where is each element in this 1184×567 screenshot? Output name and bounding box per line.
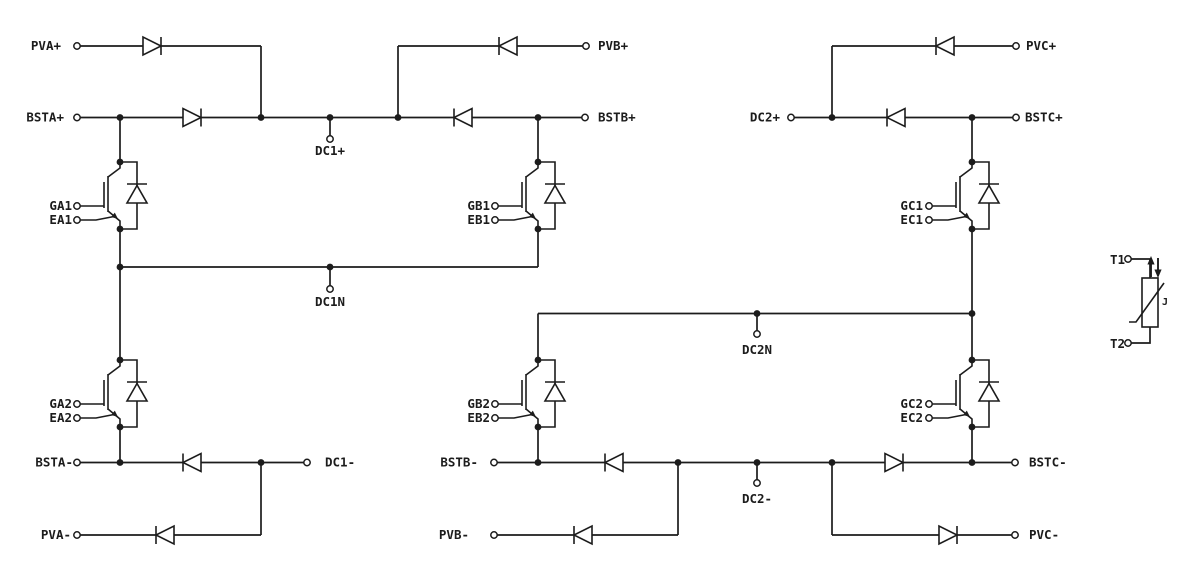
terminal-dc2n [753, 330, 761, 338]
terminal-gc1 [925, 202, 933, 210]
label-ec2: EC2 [900, 410, 923, 425]
label-ec1: EC1 [900, 212, 923, 227]
terminal-ga2 [73, 400, 81, 408]
terminal-pvc-plus [1012, 42, 1020, 50]
label-bsta-minus: BSTA- [35, 455, 73, 470]
terminal-gb2 [491, 400, 499, 408]
ntc-thermistor [1128, 256, 1165, 344]
label-pvc-plus: PVC+ [1026, 38, 1057, 53]
label-gb1: GB1 [467, 198, 490, 213]
terminal-bstc-plus [1012, 113, 1020, 122]
label-gc2: GC2 [900, 396, 923, 411]
label-ga2: GA2 [49, 396, 72, 411]
terminal-dc1n [326, 285, 334, 293]
bidirectional-arrows-icon [1147, 256, 1162, 278]
terminal-pva-plus [73, 42, 81, 50]
terminal-pva-minus [73, 531, 81, 539]
terminal-ec2 [925, 414, 933, 422]
terminal-bstc-minus [1011, 458, 1019, 467]
terminal-pvb-minus [490, 531, 498, 539]
label-pvb-minus: PVB- [439, 527, 469, 542]
label-gc1: GC1 [900, 198, 923, 213]
terminal-t2 [1124, 339, 1132, 347]
terminal-ga1 [73, 202, 81, 210]
terminal-dc2-minus [753, 479, 761, 487]
terminal-eb1 [491, 216, 499, 224]
label-pvc-minus: PVC- [1029, 527, 1059, 542]
labels: PVA+ BSTA+ GA1 EA1 GA2 EA2 BSTA- PVA- DC… [26, 38, 1168, 542]
label-dc1-minus: DC1- [325, 455, 355, 470]
label-dc2n: DC2N [742, 342, 772, 357]
terminal-bstb-plus [581, 113, 589, 122]
label-bstb-plus: BSTB+ [598, 110, 636, 125]
terminal-bsta-plus [73, 113, 81, 122]
terminal-ea1 [73, 216, 81, 224]
terminal-bstb-minus [490, 458, 498, 467]
terminal-eb2 [491, 414, 499, 422]
terminal-t1 [1124, 255, 1132, 263]
label-ea2: EA2 [49, 410, 72, 425]
label-eb1: EB1 [467, 212, 490, 227]
label-bstc-minus: BSTC- [1029, 455, 1067, 470]
label-dc2-minus: DC2- [742, 491, 772, 506]
terminal-gb1 [491, 202, 499, 210]
label-thermistor-mark: J [1162, 297, 1168, 308]
terminal-ea2 [73, 414, 81, 422]
terminal-pvc-minus [1011, 531, 1019, 539]
label-bstc-plus: BSTC+ [1025, 110, 1063, 125]
label-ga1: GA1 [49, 198, 72, 213]
terminal-bsta-minus [73, 458, 81, 467]
wires-channel-c [791, 45, 1016, 536]
wires-channel-b [397, 45, 1015, 536]
label-gb2: GB2 [467, 396, 490, 411]
label-t1: T1 [1110, 252, 1125, 267]
label-dc1n: DC1N [315, 294, 345, 309]
label-eb2: EB2 [467, 410, 490, 425]
label-t2: T2 [1110, 336, 1125, 351]
label-bstb-minus: BSTB- [440, 455, 478, 470]
label-pvb-plus: PVB+ [598, 38, 629, 53]
junction-dots [116, 114, 976, 466]
label-ea1: EA1 [49, 212, 72, 227]
terminal-dc2-plus [787, 113, 795, 122]
terminal-dc1-plus [326, 135, 334, 143]
terminal-dc1-minus [303, 458, 311, 467]
terminal-pvb-plus [582, 42, 590, 50]
terminals [73, 42, 1132, 539]
label-pva-plus: PVA+ [31, 38, 62, 53]
label-dc2-plus: DC2+ [750, 110, 781, 125]
label-bsta-plus: BSTA+ [26, 110, 64, 125]
terminal-ec1 [925, 216, 933, 224]
label-pva-minus: PVA- [41, 527, 71, 542]
thermistor-diagonal [1129, 282, 1165, 323]
label-dc1-plus: DC1+ [315, 143, 346, 158]
thermistor-body [1141, 277, 1159, 328]
terminal-gc2 [925, 400, 933, 408]
